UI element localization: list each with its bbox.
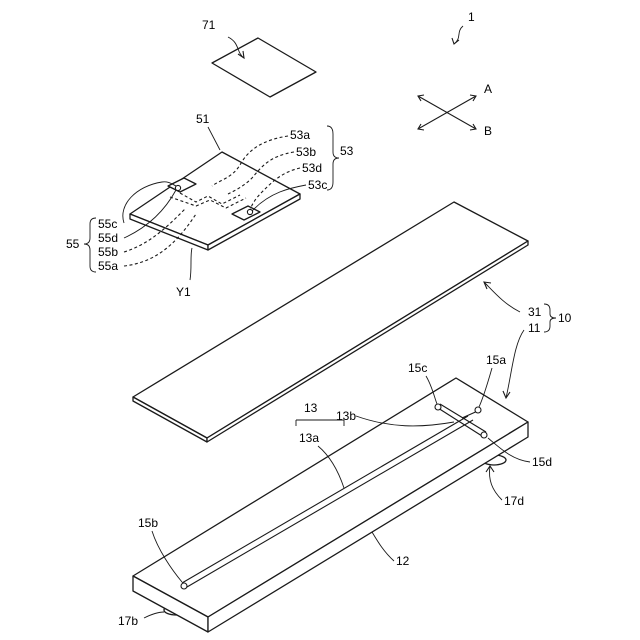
label-53a: 53a [290, 128, 310, 142]
label-10: 10 [558, 311, 572, 325]
label-55b: 55b [98, 245, 118, 259]
leader-51 [208, 127, 220, 150]
brace-55 [84, 218, 96, 272]
label-71: 71 [202, 18, 216, 32]
label-31: 31 [528, 305, 542, 319]
label-12: 12 [396, 554, 410, 568]
leader-1 [454, 26, 463, 44]
label-53: 53 [340, 144, 354, 158]
label-17b: 17b [118, 614, 138, 628]
label-15d: 15d [532, 455, 552, 469]
label-17d: 17d [504, 494, 524, 508]
label-1: 1 [468, 10, 475, 24]
label-y1: Y1 [176, 285, 191, 299]
label-direction-a: A [484, 82, 492, 96]
hole-15d [481, 432, 487, 438]
leader-11 [506, 330, 524, 398]
label-55d: 55d [98, 231, 118, 245]
label-53d: 53d [302, 161, 322, 175]
hole-15c [435, 404, 441, 410]
label-13a: 13a [299, 431, 319, 445]
brace-10 [544, 304, 556, 332]
label-55c: 55c [98, 217, 117, 231]
via-55d [175, 185, 180, 190]
label-53c: 53c [308, 178, 327, 192]
hole-15a [475, 407, 481, 413]
leader-17b [144, 612, 164, 618]
label-53b: 53b [296, 145, 316, 159]
label-13b: 13b [336, 409, 356, 423]
label-55: 55 [66, 237, 80, 251]
leader-17d [490, 466, 503, 500]
label-51: 51 [196, 112, 210, 126]
brace-53 [327, 126, 339, 190]
label-15b: 15b [138, 516, 158, 530]
sheet-71 [212, 38, 316, 97]
label-15a: 15a [486, 353, 506, 367]
label-13: 13 [304, 401, 318, 415]
leader-31 [484, 282, 520, 312]
leader-y1 [190, 248, 192, 280]
label-15c: 15c [408, 361, 427, 375]
label-55a: 55a [98, 259, 118, 273]
hole-15b [181, 583, 187, 589]
via-53c [247, 209, 252, 214]
direction-arrows [418, 95, 476, 130]
label-direction-b: B [484, 124, 492, 138]
leader-12 [372, 532, 394, 561]
label-11: 11 [528, 321, 541, 335]
